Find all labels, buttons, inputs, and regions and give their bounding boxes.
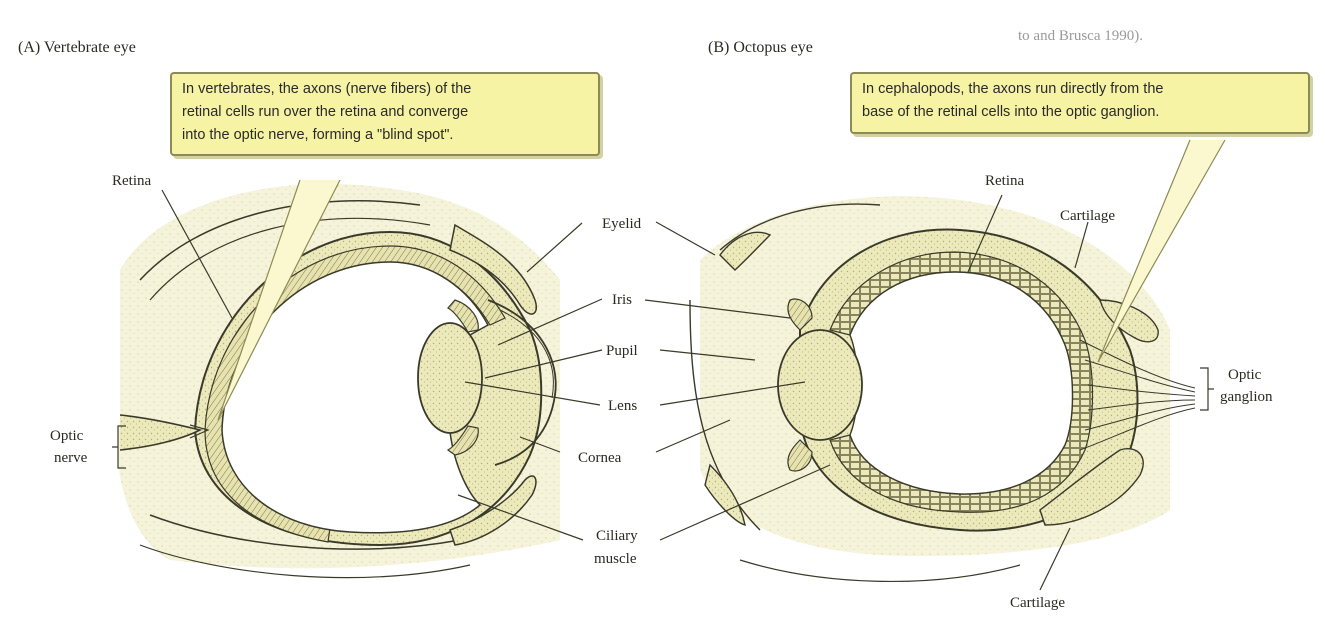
label-cartilage-bottom: Cartilage	[1010, 595, 1065, 611]
callout-vertebrate-line-2: retinal cells run over the retina and co…	[182, 101, 588, 124]
label-lens: Lens	[608, 398, 637, 414]
vertebrate-eye-drawing	[117, 184, 560, 578]
label-optic-nerve-1: Optic	[50, 428, 84, 444]
label-pupil: Pupil	[606, 343, 638, 359]
label-optic-ganglion-2: ganglion	[1220, 389, 1273, 405]
label-cartilage-top: Cartilage	[1060, 208, 1115, 224]
octopus-vitreous	[850, 272, 1073, 494]
callout-vertebrate: In vertebrates, the axons (nerve fibers)…	[170, 72, 600, 156]
label-cornea: Cornea	[578, 450, 622, 466]
panel-b-label: (B) Octopus eye	[708, 39, 813, 56]
label-ciliary-2: muscle	[594, 551, 637, 567]
label-ciliary-1: Ciliary	[596, 528, 638, 544]
label-eyelid: Eyelid	[602, 216, 642, 232]
label-retina-a: Retina	[112, 173, 151, 189]
label-optic-nerve-2: nerve	[54, 450, 88, 466]
callout-vertebrate-line-3: into the optic nerve, forming a "blind s…	[182, 124, 588, 147]
panel-a-label: (A) Vertebrate eye	[18, 39, 136, 56]
callout-octopus-line-1: In cephalopods, the axons run directly f…	[862, 78, 1298, 101]
label-iris: Iris	[612, 292, 632, 308]
callout-octopus-line-2: base of the retinal cells into the optic…	[862, 101, 1298, 124]
label-optic-ganglion-1: Optic	[1228, 367, 1262, 383]
callout-octopus: In cephalopods, the axons run directly f…	[850, 72, 1310, 134]
lens-a	[418, 323, 482, 433]
label-retina-b: Retina	[985, 173, 1024, 189]
callout-vertebrate-line-1: In vertebrates, the axons (nerve fibers)…	[182, 78, 588, 101]
header-fragment: to and Brusca 1990).	[1018, 28, 1143, 44]
lens-b	[778, 330, 862, 440]
